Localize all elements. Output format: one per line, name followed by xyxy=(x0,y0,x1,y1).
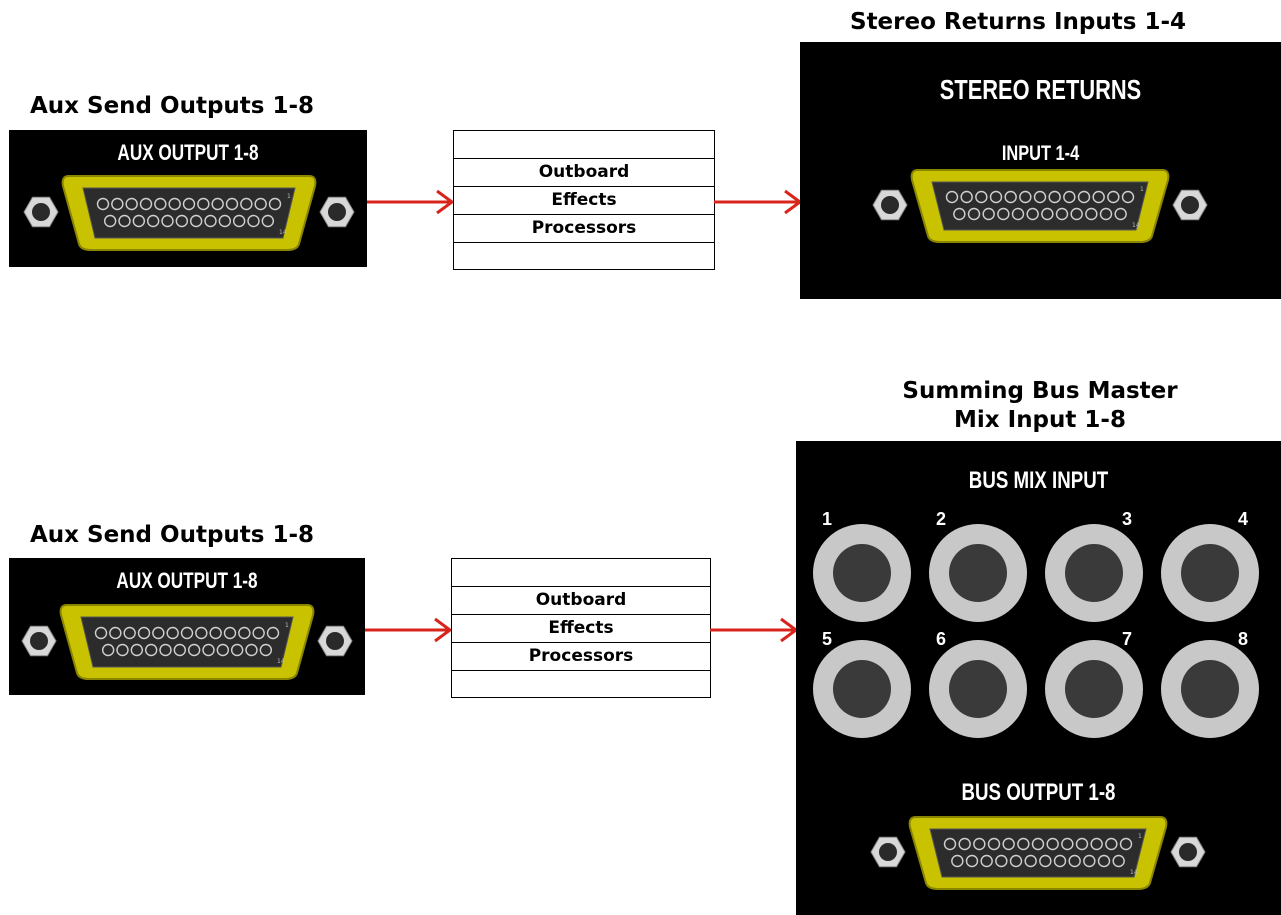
jack-number-7: 7 xyxy=(1122,629,1133,649)
aux-output-panel-bottom: AUX OUTPUT 1-8 1 14 xyxy=(9,558,365,695)
bus-output-label: BUS OUTPUT 1-8 xyxy=(961,779,1116,806)
pin-label-1: 1 xyxy=(1140,186,1144,193)
summing-bus-heading-line1: Summing Bus Master xyxy=(902,378,1178,404)
screw-left-icon xyxy=(872,189,908,221)
screw-left-icon xyxy=(870,836,906,868)
fx-row-empty xyxy=(452,671,710,699)
screw-right-icon xyxy=(1172,189,1208,221)
quarter-inch-jack-icon[interactable] xyxy=(1160,523,1260,623)
pin-label-14: 14 xyxy=(279,229,287,236)
jack-number-3: 3 xyxy=(1122,509,1133,529)
aux-output-label: AUX OUTPUT 1-8 xyxy=(117,140,259,165)
outboard-effects-box-top: Outboard Effects Processors xyxy=(453,130,715,270)
fx-row-outboard: Outboard xyxy=(452,587,710,615)
aux-output-panel-top: AUX OUTPUT 1-8 1 14 xyxy=(9,130,367,267)
arrow-to-bus xyxy=(710,617,799,643)
summing-bus-heading-line2: Mix Input 1-8 xyxy=(954,406,1126,433)
screw-right-icon xyxy=(317,625,353,657)
fx-row-processors: Processors xyxy=(452,643,710,671)
jack-number-5: 5 xyxy=(822,629,833,649)
fx-row-outboard: Outboard xyxy=(454,159,714,187)
arrow-to-fx-top xyxy=(367,189,455,215)
bus-mix-input-title: BUS MIX INPUT xyxy=(968,467,1109,494)
aux-send-heading-top: Aux Send Outputs 1-8 xyxy=(30,93,315,119)
jack-number-8: 8 xyxy=(1238,629,1249,649)
screw-left-icon xyxy=(23,196,59,228)
jack-number-1: 1 xyxy=(822,509,833,529)
input-label: INPUT 1-4 xyxy=(1001,142,1080,165)
jack-number-4: 4 xyxy=(1238,509,1249,529)
stereo-returns-title: STEREO RETURNS xyxy=(939,74,1142,105)
bus-mix-panel: BUS MIX INPUT 1 2 3 4 5 6 7 8 BUS OUTPUT… xyxy=(796,441,1281,915)
aux-output-label: AUX OUTPUT 1-8 xyxy=(116,568,258,593)
pin-label-14: 14 xyxy=(1132,222,1140,229)
arrow-to-fx-bottom xyxy=(365,617,453,643)
fx-row-processors: Processors xyxy=(454,215,714,243)
quarter-inch-jack-icon[interactable] xyxy=(1044,523,1144,623)
screw-right-icon xyxy=(1170,836,1206,868)
arrow-to-returns xyxy=(714,189,803,215)
aux-send-heading-bottom: Aux Send Outputs 1-8 xyxy=(30,522,315,548)
screw-right-icon xyxy=(319,196,355,228)
db25-connector-icon[interactable]: 1 14 xyxy=(19,599,355,683)
fx-row-effects: Effects xyxy=(454,187,714,215)
quarter-inch-jack-icon[interactable] xyxy=(812,523,912,623)
db25-connector-icon[interactable]: 1 14 xyxy=(870,164,1210,246)
fx-row-empty xyxy=(454,131,714,159)
quarter-inch-jack-icon[interactable] xyxy=(812,639,912,739)
fx-row-empty xyxy=(452,559,710,587)
quarter-inch-jack-icon[interactable] xyxy=(928,639,1028,739)
jack-number-2: 2 xyxy=(936,509,947,529)
pin-label-14: 14 xyxy=(1130,869,1138,876)
stereo-returns-heading: Stereo Returns Inputs 1-4 xyxy=(850,9,1187,35)
pin-label-1: 1 xyxy=(1138,833,1142,840)
screw-left-icon xyxy=(21,625,57,657)
db25-connector-icon[interactable]: 1 14 xyxy=(868,811,1208,893)
quarter-inch-jack-icon[interactable] xyxy=(928,523,1028,623)
quarter-inch-jack-icon[interactable] xyxy=(1044,639,1144,739)
jack-number-6: 6 xyxy=(936,629,947,649)
fx-row-effects: Effects xyxy=(452,615,710,643)
stereo-returns-panel: STEREO RETURNS INPUT 1-4 1 14 xyxy=(800,42,1281,299)
pin-label-1: 1 xyxy=(287,193,291,200)
quarter-inch-jack-icon[interactable] xyxy=(1160,639,1260,739)
summing-bus-heading: Summing Bus Master Mix Input 1-8 xyxy=(870,377,1210,435)
outboard-effects-box-bottom: Outboard Effects Processors xyxy=(451,558,711,698)
pin-label-14: 14 xyxy=(277,658,285,665)
fx-row-empty xyxy=(454,243,714,271)
db25-connector-icon[interactable]: 1 14 xyxy=(21,170,357,254)
pin-label-1: 1 xyxy=(285,622,289,629)
